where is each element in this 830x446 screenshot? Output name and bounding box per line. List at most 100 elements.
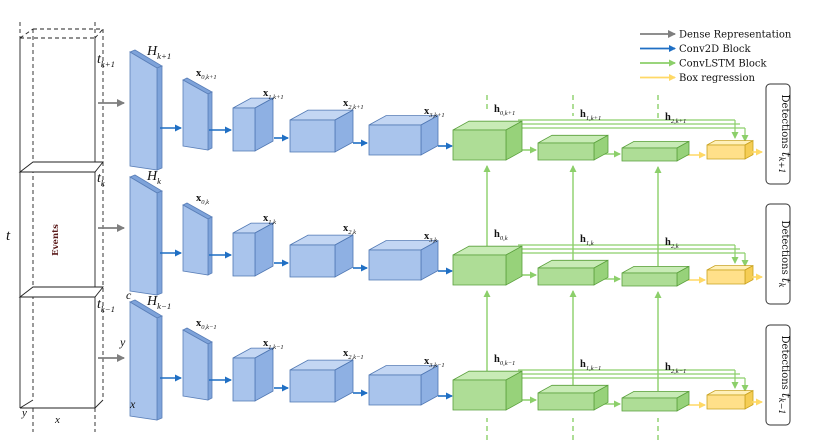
row-2-h2-label: h2,k−1	[665, 362, 686, 375]
row-0-conv-block-2-front	[368, 124, 422, 156]
row-1-H-label-base: H	[146, 169, 158, 184]
row-2-H-plate-front	[129, 301, 158, 421]
row-0-detections-label: Detections tk+1	[777, 95, 793, 174]
row-2-x0-label-base: x	[196, 318, 202, 329]
row-0-x1-label-base: x	[263, 88, 269, 99]
row-2-conv-block-0	[232, 347, 274, 402]
axis-label-t: t	[6, 228, 11, 244]
row-1-lstm-block-1	[537, 259, 609, 286]
row-2-h2-label-subscript: 2,k−1	[671, 368, 686, 375]
row-0-h0-label-subscript: 0,k+1	[500, 110, 515, 117]
row-2-x0-label-subscript: 0,k−1	[201, 324, 216, 331]
row-0-H-label-base: H	[146, 44, 158, 59]
row-2-x2-label-base: x	[343, 348, 349, 359]
events-volume	[18, 22, 104, 432]
row-1-h1-label: h1,k	[580, 234, 594, 247]
row-0-lstm-block-1-front	[537, 142, 595, 161]
legend-label-2: ConvLSTM Block	[679, 59, 768, 70]
volume-top-left	[19, 28, 34, 39]
row-2-detections-time: t	[779, 393, 793, 398]
time-label-k-minus-1: tk−1	[97, 297, 115, 314]
row-1-H-plate-side	[156, 190, 163, 296]
row-1-x2-label: x2,k	[343, 223, 356, 236]
row-2-x0-plate-side	[207, 341, 213, 401]
row-2-lstm-block-0-front	[452, 379, 507, 411]
row-1-H-label: Hk	[146, 169, 161, 186]
row-2-x0-plate-front	[182, 329, 209, 401]
row-1-H-label-subscript: k	[157, 176, 161, 186]
row-2-conv-block-2	[368, 364, 439, 406]
time-label-k-minus-1-subscript: k−1	[101, 304, 115, 314]
row-1-lstm-block-2	[621, 265, 690, 287]
row-1-h1-label-subscript: 1,k	[586, 240, 594, 247]
row-1-h0-label-subscript: 0,k	[500, 235, 508, 242]
row-0-box-regression	[706, 139, 754, 160]
row-2-conv-block-0-front	[232, 357, 256, 402]
row-2-conv-block-1	[289, 359, 354, 403]
legend-label-0: Dense Representation	[679, 30, 792, 41]
time-label-k-subscript: k	[101, 178, 105, 188]
row-1-conv-block-1-front	[289, 244, 336, 278]
legend-label-3: Box regression	[679, 73, 755, 84]
row-1-x2-label-subscript: 2,k	[348, 229, 356, 236]
time-label-k: tk	[97, 171, 105, 188]
axis-label-y-bottom: y	[21, 407, 27, 419]
axis-label-x-bottom: x	[54, 414, 60, 426]
row-2-x3-label: x3,k−1	[424, 356, 445, 369]
row-1-h2-label-subscript: 2,k	[671, 243, 679, 250]
row-2-lstm-block-0	[452, 370, 523, 411]
row-2-x0-label: x0,k−1	[196, 318, 217, 331]
row-1-x3-label: x3,k	[424, 231, 437, 244]
row-2-x1-label-subscript: 1,k−1	[268, 344, 283, 351]
time-label-k-minus-1-base: t	[97, 297, 102, 312]
row-0-conv-block-1-front	[289, 119, 336, 153]
row-0-h2-label-base: h	[665, 112, 671, 123]
row-2-h1-label-base: h	[580, 359, 586, 370]
row-1-x3-label-subscript: 3,k	[428, 237, 437, 244]
row-1-x0-plate-front	[182, 204, 209, 276]
row-2-x3-label-subscript: 3,k−1	[428, 362, 444, 369]
row-2-conv-block-1-front	[289, 369, 336, 403]
row-0-x0-plate-side	[207, 91, 213, 151]
row-0-conv-block-1	[289, 109, 354, 153]
row-2-lstm-block-2	[621, 390, 690, 412]
row-2-h1-label-subscript: 1,k−1	[586, 365, 601, 372]
row-2-detections-panel	[765, 324, 791, 426]
row-1-x0-plate	[182, 202, 213, 276]
row-0-x3-label-subscript: 3,k+1	[428, 112, 444, 119]
row-1-lstm-block-1-front	[537, 267, 595, 286]
row-1-conv-block-1	[289, 234, 354, 278]
row-1-H-plate	[129, 174, 163, 296]
time-label-k-base: t	[97, 171, 102, 186]
row-1-x1-label-base: x	[263, 213, 269, 224]
row-1-detections-label: Detections tk	[777, 220, 793, 287]
row-1-x0-label: x0,k	[196, 193, 209, 206]
row-1-lstm-block-2-front	[621, 272, 678, 287]
axis-label-x-plate: x	[129, 397, 136, 411]
row-0-x1-label-subscript: 1,k+1	[268, 94, 283, 101]
time-label-k-plus-1-base: t	[97, 52, 102, 67]
row-0-lstm-block-0-front	[452, 129, 507, 161]
row-0-h1-label-base: h	[580, 109, 586, 120]
row-0-H-plate	[129, 49, 163, 171]
row-1-x1-label: x1,k	[263, 213, 276, 226]
row-1-detections-panel	[765, 203, 791, 305]
row-0-h2-label-subscript: 2,k+1	[671, 118, 686, 125]
slice-plane-k	[18, 161, 104, 173]
events-label: Events	[51, 224, 61, 256]
row-0-H-plate-front	[129, 51, 158, 171]
row-0-x2-label-base: x	[343, 98, 349, 109]
row-0-H-plate-side	[156, 65, 163, 171]
row-1-lstm-block-0-front	[452, 254, 507, 286]
row-2-detections-sub: k−1	[777, 398, 786, 415]
row-0-detections-time: t	[779, 152, 793, 157]
row-2-lstm-block-2-front	[621, 397, 678, 412]
row-1-H-plate-front	[129, 176, 158, 296]
volume-top-right	[94, 28, 104, 39]
row-1-h0-label-base: h	[494, 229, 500, 240]
row-2-box-regression	[706, 389, 754, 410]
row-1-h2-label-base: h	[665, 237, 671, 248]
row-1-x3-label-base: x	[424, 231, 430, 242]
row-0-lstm-block-1	[537, 134, 609, 161]
